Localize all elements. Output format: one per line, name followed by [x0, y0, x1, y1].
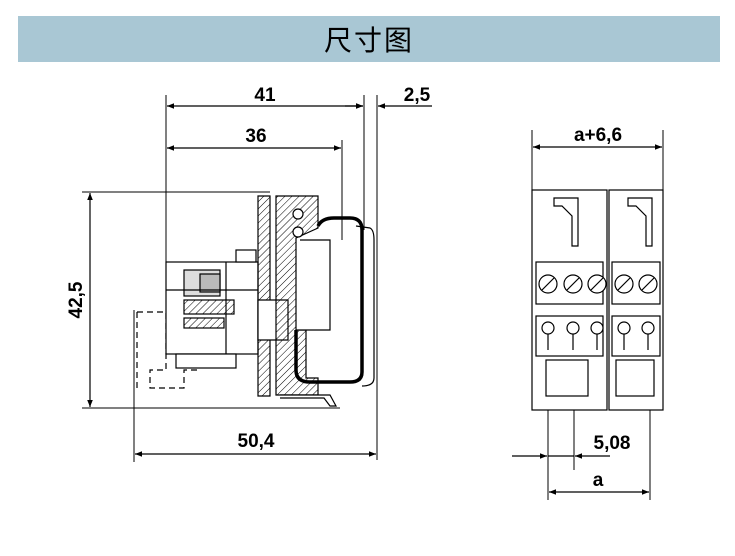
- terminal-screws: [538, 274, 658, 294]
- dim-41-label: 41: [254, 85, 276, 106]
- plug-dashed-outline: [137, 311, 198, 389]
- din-rail: [294, 216, 364, 384]
- front-view-modules: [531, 189, 664, 411]
- dim-a-plus-label: a+6,6: [574, 125, 622, 146]
- dim-2-5-label: 2,5: [404, 85, 431, 106]
- header-pins: [541, 321, 655, 350]
- title-bar: 尺寸图: [18, 16, 720, 62]
- dim-5-08-label: 5,08: [594, 433, 631, 454]
- left-extension-lines: [82, 95, 378, 462]
- side-view-connector: [136, 195, 375, 407]
- dim-42-5-label: 42,5: [66, 281, 87, 318]
- left-dimension-lines: [87, 103, 432, 457]
- dim-50-4-label: 50,4: [238, 431, 275, 452]
- dim-36-label: 36: [245, 126, 266, 147]
- page-title: 尺寸图: [323, 24, 414, 57]
- right-dimension-lines: [512, 144, 662, 495]
- flange-plate: [257, 195, 271, 397]
- dim-a-label: a: [593, 470, 604, 491]
